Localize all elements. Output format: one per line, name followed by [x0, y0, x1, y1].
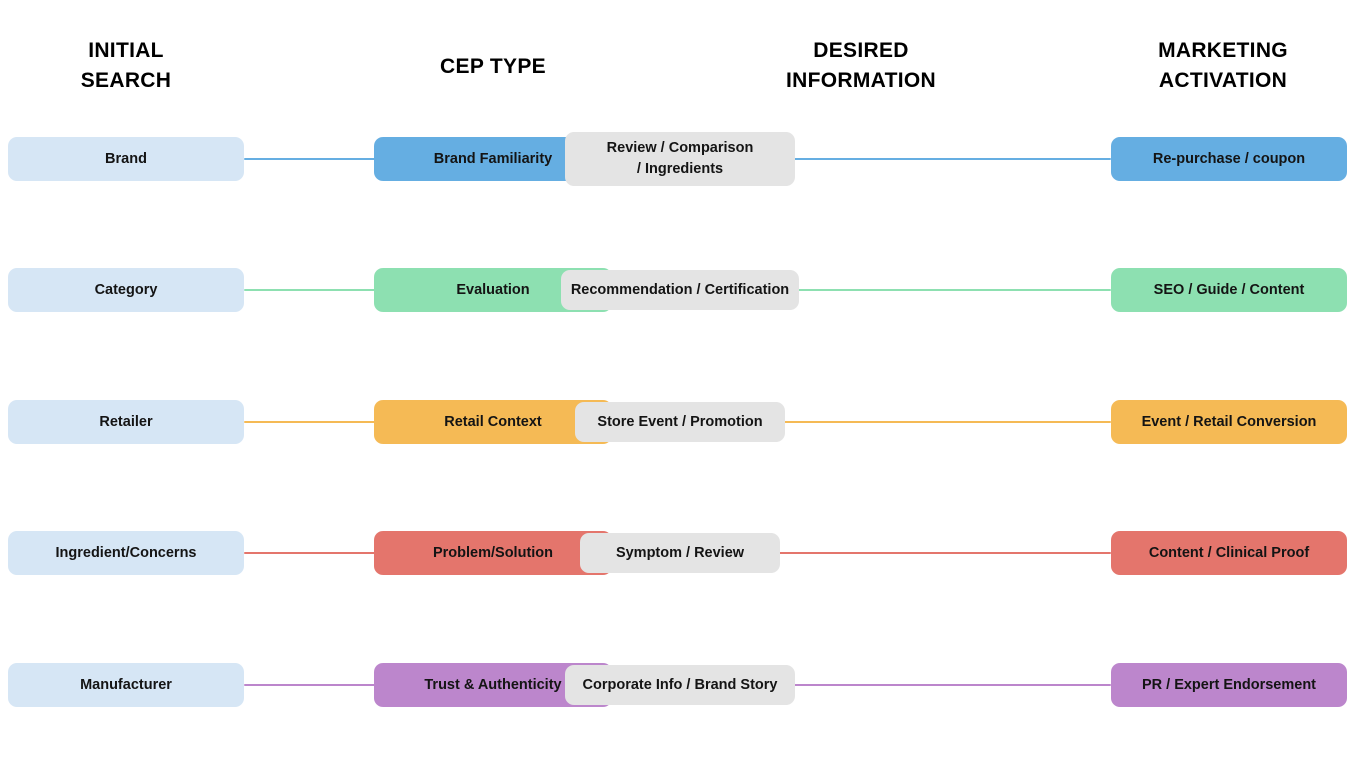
column-header-desired-information: DESIRED INFORMATION [786, 39, 936, 92]
node-marketing-activation-manufacturer[interactable]: PR / Expert Endorsement [1111, 663, 1347, 707]
node-desired-information-retailer[interactable]: Store Event / Promotion [575, 402, 785, 442]
node-marketing-activation-retailer[interactable]: Event / Retail Conversion [1111, 400, 1347, 444]
node-initial-search-retailer[interactable]: Retailer [8, 400, 244, 444]
node-desired-information-ingredient-concerns[interactable]: Symptom / Review [580, 533, 780, 573]
node-marketing-activation-ingredient-concerns[interactable]: Content / Clinical Proof [1111, 531, 1347, 575]
node-initial-search-ingredient-concerns[interactable]: Ingredient/Concerns [8, 531, 244, 575]
node-marketing-activation-brand[interactable]: Re-purchase / coupon [1111, 137, 1347, 181]
node-initial-search-manufacturer[interactable]: Manufacturer [8, 663, 244, 707]
node-cep-type-retailer[interactable]: Retail Context [374, 400, 612, 444]
column-header-marketing-activation: MARKETING ACTIVATION [1158, 39, 1288, 92]
node-initial-search-category[interactable]: Category [8, 268, 244, 312]
node-desired-information-brand[interactable]: Review / Comparison/ Ingredients [565, 132, 795, 186]
node-marketing-activation-category[interactable]: SEO / Guide / Content [1111, 268, 1347, 312]
node-desired-information-category[interactable]: Recommendation / Certification [561, 270, 799, 310]
node-initial-search-brand[interactable]: Brand [8, 137, 244, 181]
column-header-initial-search: INITIAL SEARCH [80, 39, 172, 92]
column-header-cep-type: CEP TYPE [440, 55, 546, 78]
node-cep-type-ingredient-concerns[interactable]: Problem/Solution [374, 531, 612, 575]
node-desired-information-manufacturer[interactable]: Corporate Info / Brand Story [565, 665, 795, 705]
